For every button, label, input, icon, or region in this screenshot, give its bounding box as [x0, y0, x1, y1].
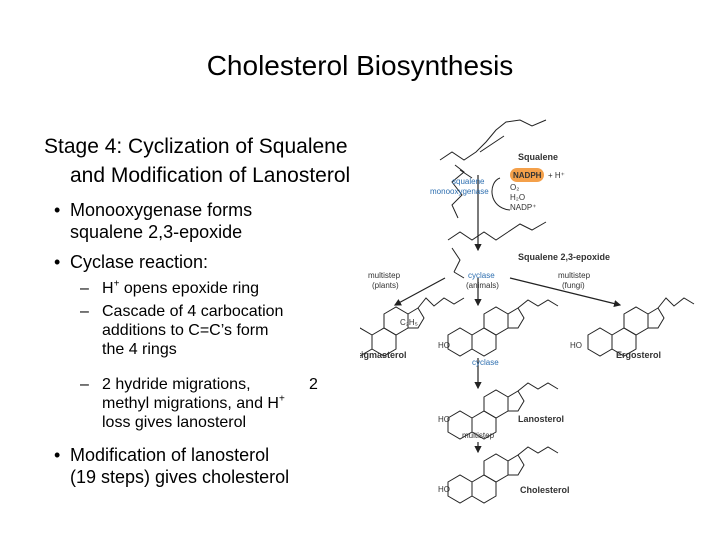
label-plus-h: + H⁺	[548, 171, 565, 180]
label-squalene: Squalene	[518, 152, 558, 162]
label-multistep-plants: multistep	[368, 271, 401, 280]
bullet-line: (19 steps) gives cholesterol	[70, 467, 290, 487]
sub-bullet-line: Cascade of 4 carbocation	[102, 303, 284, 320]
bullet-cyclase: • Cyclase reaction:	[54, 251, 209, 273]
label-epoxide: Squalene 2,3-epoxide	[518, 252, 610, 262]
label-c2h5: C₂H₅	[400, 318, 418, 327]
label-stigmasterol: Stigmasterol	[360, 350, 407, 360]
ergosterol-structure	[587, 297, 695, 357]
label-cyclase: cyclase	[472, 358, 499, 367]
bullet-line: squalene 2,3-epoxide	[70, 222, 243, 242]
biosynthesis-pathway-diagram: Squalene NADPH + H⁺ O₂ H₂O NADP⁺ squalen…	[360, 119, 695, 504]
sub-bullet-dash: –	[80, 376, 89, 393]
label-animals: (animals)	[466, 281, 499, 290]
label-plants: (plants)	[372, 281, 399, 290]
label-fungi: (fungi)	[562, 281, 585, 290]
bullet-line: Monooxygenase forms	[70, 200, 253, 220]
slide-title: Cholesterol Biosynthesis	[206, 50, 514, 81]
sub-bullet-epoxide: – H+ opens epoxide ring	[80, 278, 260, 297]
label-ho-lanosterol: HO	[438, 415, 450, 424]
label-nadp: NADP⁺	[510, 203, 536, 212]
squalene-epoxide-structure	[447, 221, 547, 279]
sub-bullet-line: additions to C=C’s form	[102, 322, 269, 339]
label-ergosterol: Ergosterol	[616, 350, 661, 360]
label-ho-ergosterol: HO	[570, 341, 582, 350]
label-cyclase-animals: cyclase	[468, 271, 495, 280]
label-nadph: NADPH	[513, 171, 542, 180]
sub-bullet-line: methyl migrations, and H+	[102, 393, 285, 412]
sub-bullet-line: the 4 rings	[102, 341, 177, 358]
bullet-dot: •	[54, 200, 61, 220]
bullet-modification: • Modification of lanosterol (19 steps) …	[54, 444, 290, 488]
label-enzyme-squalene: squalene	[452, 177, 485, 186]
arrow-epoxide-to-ergosterol	[509, 277, 622, 308]
sub-bullet-line: 2 hydride migrations, 2	[102, 376, 318, 393]
lanosterol-structure	[447, 382, 559, 440]
bullet-line: Cyclase reaction:	[70, 252, 209, 272]
sub-bullet-line: loss gives lanosterol	[102, 414, 247, 431]
stage-heading-line1: Stage 4: Cyclization of Squalene	[44, 135, 348, 158]
arrow-nadph-loop	[491, 177, 511, 211]
bullet-dot: •	[54, 252, 61, 272]
stage-heading: Stage 4: Cyclization of Squalene and Mod…	[44, 132, 350, 190]
label-o2: O₂	[510, 183, 519, 192]
label-multistep: multistep	[462, 431, 495, 440]
label-enzyme-monooxygenase: monooxygenase	[430, 187, 489, 196]
label-cholesterol: Cholesterol	[520, 485, 570, 495]
sub-bullet-cascade: – Cascade of 4 carbocation additions to …	[80, 302, 284, 359]
label-lanosterol: Lanosterol	[518, 414, 564, 424]
bullet-line: Modification of lanosterol	[70, 445, 270, 465]
bullet-monooxygenase: • Monooxygenase forms squalene 2,3-epoxi…	[54, 199, 253, 243]
label-ho-middle: HO	[438, 341, 450, 350]
label-h2o: H₂O	[510, 193, 525, 202]
bullet-dot: •	[54, 445, 61, 465]
sub-bullet-migrations: – 2 hydride migrations, 2 methyl migrati…	[80, 375, 322, 432]
label-ho-cholesterol: HO	[438, 485, 450, 494]
sub-bullet-dash: –	[80, 303, 89, 320]
middle-sterol-structure	[447, 299, 559, 357]
label-multistep-fungi: multistep	[558, 271, 591, 280]
arrow-epoxide-to-stigmasterol	[393, 277, 446, 306]
stage-heading-line2: and Modification of Lanosterol	[70, 164, 351, 187]
cholesterol-structure	[447, 446, 559, 504]
stigmasterol-structure	[360, 297, 465, 357]
nadph-badge	[510, 168, 544, 182]
squalene-structure	[439, 119, 547, 219]
sub-bullet-dash: –	[80, 280, 89, 297]
